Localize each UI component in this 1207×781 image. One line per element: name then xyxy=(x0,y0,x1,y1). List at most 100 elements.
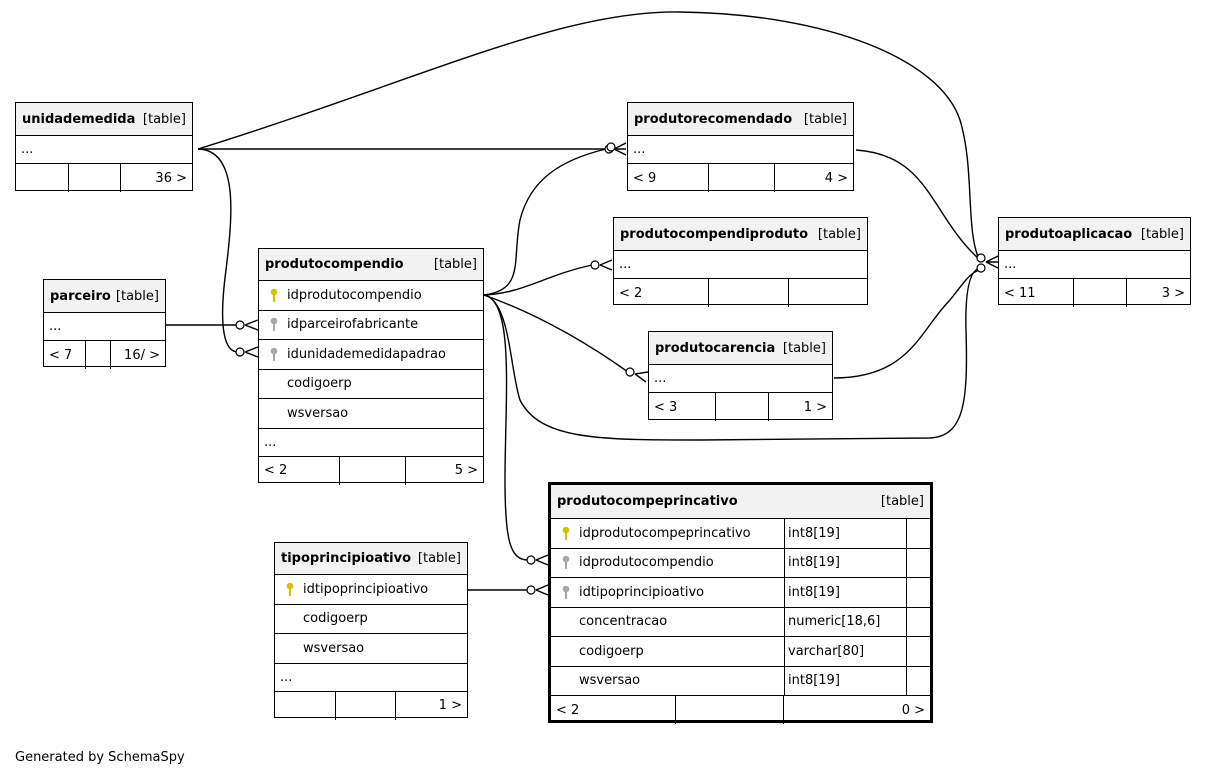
table-footer: 1 > xyxy=(275,691,467,720)
parents-count[interactable]: < 3 xyxy=(654,399,678,415)
column-row[interactable]: idprodutocompeprincativo int8[19] xyxy=(551,519,930,549)
column-name: wsversao xyxy=(303,640,365,656)
column-row[interactable]: wsversao xyxy=(259,399,483,429)
parents-count[interactable]: < 11 xyxy=(1004,285,1036,301)
table-name: produtocompendio xyxy=(265,257,404,272)
table-kind: [table] xyxy=(433,257,477,272)
column-row[interactable]: idprodutocompendio int8[19] xyxy=(551,548,930,578)
parents-count[interactable]: < 9 xyxy=(633,170,657,186)
column-row[interactable]: wsversao xyxy=(275,634,467,664)
children-count[interactable]: 4 > xyxy=(774,164,853,192)
table-header: produtocompendiproduto [table] xyxy=(614,218,867,251)
parents-count[interactable] xyxy=(16,164,68,192)
column-row[interactable]: idparceirofabricante xyxy=(259,311,483,340)
table-header: produtorecomendado [table] xyxy=(628,103,853,136)
parents-count[interactable] xyxy=(275,692,335,720)
column-row[interactable]: concentracao numeric[18,6] xyxy=(551,607,930,637)
parents-count[interactable]: < 2 xyxy=(556,702,580,718)
table-name: produtorecomendado xyxy=(634,111,793,127)
parents-count[interactable]: < 2 xyxy=(264,463,288,478)
table-name: unidademedida xyxy=(22,111,136,127)
footer-mid xyxy=(335,691,395,720)
table-produtocompendio[interactable]: produtocompendio [table] idprodutocompen… xyxy=(258,248,484,485)
foreign-key-icon xyxy=(557,555,575,570)
edge-marker xyxy=(976,253,986,263)
column-row[interactable]: idtipoprincipioativo xyxy=(275,575,467,605)
parents-count[interactable]: < 2 xyxy=(619,285,643,301)
table-unidademedida[interactable]: unidademedida [table] ... 36 > xyxy=(15,102,193,192)
crowfoot-marker xyxy=(535,584,549,596)
footer-mid xyxy=(85,341,110,369)
column-row[interactable]: codigoerp xyxy=(259,370,483,399)
table-produtocompeprincativo[interactable]: produtocompeprincativo [table] idproduto… xyxy=(548,482,933,724)
children-count[interactable]: 36 > xyxy=(120,164,192,192)
table-name: produtocarencia xyxy=(655,340,776,356)
table-kind: [table] xyxy=(142,111,186,127)
table-produtoaplicacao[interactable]: produtoaplicacao [table] ... < 11 3 > xyxy=(998,217,1191,307)
table-produtorecomendado[interactable]: produtorecomendado [table] ... < 9 4 > xyxy=(627,102,854,192)
crowfoot-marker xyxy=(244,319,259,331)
crowfoot-marker xyxy=(985,255,999,269)
generated-by-footer: Generated by SchemaSpy xyxy=(15,750,185,765)
table-kind: [table] xyxy=(803,111,847,127)
column-type: varchar[80] xyxy=(784,637,906,666)
crowfoot-marker xyxy=(535,554,549,566)
column-name: idprodutocompendio xyxy=(579,555,714,571)
column-row[interactable]: codigoerp xyxy=(275,605,467,634)
table-footer: < 3 1 > xyxy=(649,393,832,421)
children-count[interactable]: 1 > xyxy=(395,691,467,720)
edge-marker xyxy=(625,367,635,377)
edge-marker xyxy=(235,347,245,357)
table-footer: < 2 5 > xyxy=(259,456,483,485)
table-produtocompendiproduto[interactable]: produtocompendiproduto [table] ... < 2 xyxy=(613,217,868,307)
column-row[interactable]: wsversao int8[19] xyxy=(551,666,930,696)
children-count[interactable]: 1 > xyxy=(768,393,832,421)
children-count[interactable]: 0 > xyxy=(783,696,930,724)
column-name: concentracao xyxy=(579,614,668,630)
table-footer: < 2 0 > xyxy=(551,696,930,724)
table-parceiro[interactable]: parceiro [table] ... < 7 16/ > xyxy=(43,279,166,369)
table-tipoprincipioativo[interactable]: tipoprincipioativo [table] idtipoprincip… xyxy=(274,542,468,720)
edge-unidademedida-produtoaplicacao xyxy=(197,11,981,263)
footer-mid xyxy=(675,696,783,724)
column-name: idtipoprincipioativo xyxy=(579,584,705,600)
table-footer: < 9 4 > xyxy=(628,164,853,192)
table-kind: [table] xyxy=(782,340,826,356)
column-row[interactable]: codigoerp varchar[80] xyxy=(551,637,930,667)
children-count[interactable]: 5 > xyxy=(405,456,483,485)
column-row[interactable]: idtipoprincipioativo int8[19] xyxy=(551,578,930,608)
primary-key-icon xyxy=(281,582,299,597)
table-kind: [table] xyxy=(115,288,159,304)
column-name: codigoerp xyxy=(287,376,352,392)
children-count[interactable]: 3 > xyxy=(1126,279,1190,307)
edge-produtocompendio-produtocompendiproduto xyxy=(483,264,593,296)
table-header: produtoaplicacao [table] xyxy=(999,218,1190,251)
table-kind: [table] xyxy=(817,226,861,242)
table-header: parceiro [table] xyxy=(44,280,165,313)
ellipsis-row: ... xyxy=(999,251,1190,279)
table-kind: [table] xyxy=(417,551,461,566)
table-kind: [table] xyxy=(880,494,924,509)
table-name: produtocompendiproduto xyxy=(620,226,809,242)
footer-mid xyxy=(708,164,774,192)
foreign-key-icon xyxy=(265,317,283,332)
children-count[interactable]: 16/ > xyxy=(110,341,165,369)
column-row[interactable]: idunidademedidapadrao xyxy=(259,340,483,370)
column-name: idprodutocompeprincativo xyxy=(579,525,751,541)
table-produtocarencia[interactable]: produtocarencia [table] ... < 3 1 > xyxy=(648,331,833,421)
edge-marker xyxy=(606,142,616,152)
column-name: wsversao xyxy=(287,405,349,421)
table-footer: 36 > xyxy=(16,164,192,192)
footer-mid xyxy=(708,279,788,307)
edge-produtorecomendado-produtoaplicacao xyxy=(855,149,981,261)
children-count[interactable] xyxy=(788,279,867,307)
table-header: produtocompeprincativo [table] xyxy=(551,485,930,519)
edge-produtocompendio-produtorecomendado xyxy=(483,148,607,296)
column-row[interactable]: idprodutocompendio xyxy=(259,281,483,311)
edge-marker xyxy=(526,555,536,565)
parents-count[interactable]: < 7 xyxy=(49,347,73,363)
edge-produtocarencia-produtoaplicacao xyxy=(833,269,981,379)
footer-mid xyxy=(68,164,120,192)
table-header: produtocarencia [table] xyxy=(649,332,832,365)
